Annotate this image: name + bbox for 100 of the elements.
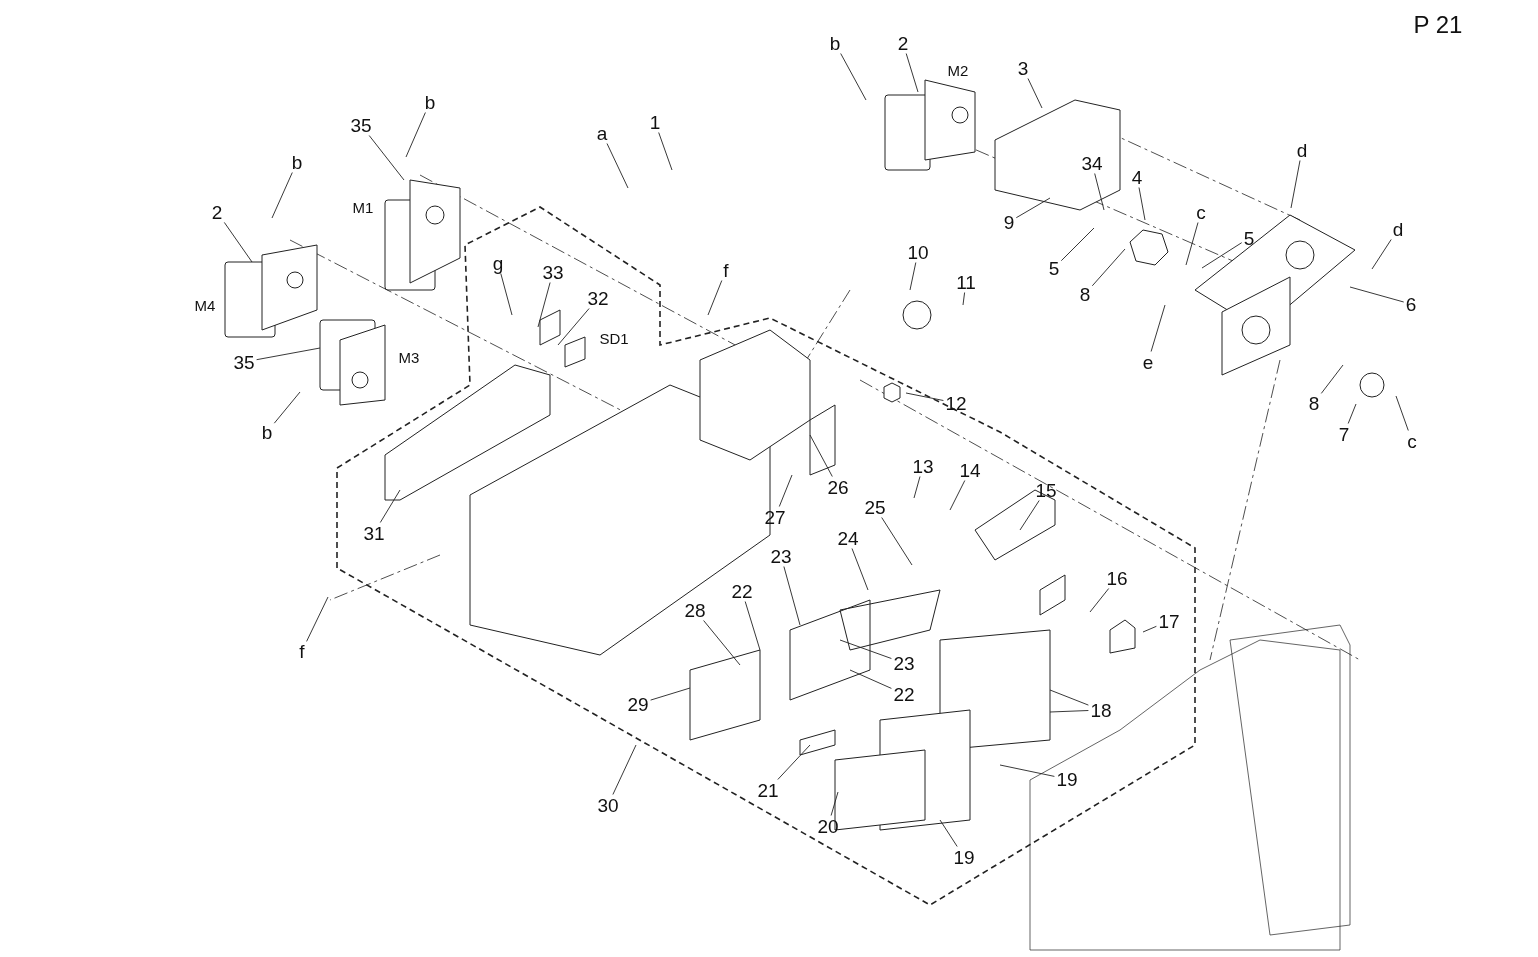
callout-number: 27 <box>764 507 786 527</box>
leader-line <box>949 480 966 511</box>
callout-number: 15 <box>1035 480 1057 500</box>
leader-line <box>271 172 293 219</box>
component-code-label: M3 <box>398 349 420 365</box>
callout-number: 32 <box>587 288 609 308</box>
leader-line <box>1290 160 1301 209</box>
callout-number: 23 <box>893 653 915 673</box>
leader-line <box>1371 239 1392 270</box>
leader-line <box>537 282 551 328</box>
callout-number: 35 <box>350 115 372 135</box>
callout-number: 6 <box>1405 294 1417 314</box>
callout-number: 19 <box>1056 769 1078 789</box>
leader-line <box>500 273 513 316</box>
callout-number: d <box>1392 219 1404 239</box>
leader-line <box>368 135 405 181</box>
callout-number: 33 <box>542 262 564 282</box>
callout-number: g <box>492 253 504 273</box>
leader-line <box>379 489 401 523</box>
callout-number: b <box>424 92 436 112</box>
callout-number: 22 <box>731 581 753 601</box>
leader-line <box>999 764 1055 777</box>
leader-line <box>1142 625 1157 633</box>
callout-number: 23 <box>770 546 792 566</box>
leader-line <box>851 548 869 591</box>
callout-number: 18 <box>1090 700 1112 720</box>
leader-line <box>223 221 253 263</box>
leader-line <box>1049 689 1089 706</box>
leader-line <box>273 391 301 424</box>
leader-line <box>1089 588 1110 613</box>
leader-line <box>1349 286 1405 303</box>
leader-line <box>1201 242 1243 269</box>
callout-number: 21 <box>757 780 779 800</box>
leader-line <box>909 262 917 291</box>
leader-line <box>1015 197 1051 219</box>
leader-line <box>1060 227 1095 262</box>
callout-number: 4 <box>1131 167 1143 187</box>
callout-number: 19 <box>953 847 975 867</box>
leader-line <box>1019 500 1040 531</box>
callout-number: 28 <box>684 600 706 620</box>
callout-number: 31 <box>363 523 385 543</box>
callout-number: 26 <box>827 477 849 497</box>
callout-number: f <box>723 260 729 280</box>
leader-line <box>703 620 741 666</box>
leader-line <box>1138 187 1146 221</box>
callout-number: b <box>291 152 303 172</box>
leader-line <box>1395 395 1409 431</box>
leader-line <box>1185 222 1199 266</box>
leader-line <box>1150 304 1166 352</box>
leader-line <box>839 639 892 659</box>
leader-line <box>881 517 913 566</box>
component-code-label: M4 <box>194 297 216 313</box>
callout-number: f <box>299 641 305 661</box>
callout-number: 2 <box>897 33 909 53</box>
leader-line <box>905 53 919 93</box>
callout-number: 24 <box>837 528 859 548</box>
callout-number: 11 <box>956 272 976 292</box>
leader-line <box>256 347 321 361</box>
leader-line <box>913 476 921 499</box>
callout-number: 1 <box>649 112 661 132</box>
callout-number: c <box>1196 202 1206 222</box>
callout-number: 8 <box>1308 393 1320 413</box>
callout-number: 7 <box>1338 424 1350 444</box>
callout-number: b <box>261 422 273 442</box>
leader-line <box>606 143 629 189</box>
callout-number: 30 <box>597 795 619 815</box>
leader-line <box>1320 364 1344 394</box>
callout-number: c <box>1407 431 1417 451</box>
leader-line <box>650 687 691 701</box>
callout-number: e <box>1142 352 1154 372</box>
page-number: P 21 <box>1413 13 1463 37</box>
callout-number: a <box>596 123 608 143</box>
leader-line <box>707 280 723 316</box>
leader-line <box>612 744 637 795</box>
leader-line <box>1347 403 1357 424</box>
leader-line <box>809 434 833 477</box>
callout-number: 5 <box>1243 228 1255 248</box>
leader-line <box>778 474 793 507</box>
leader-line <box>830 791 839 816</box>
leader-line <box>1049 710 1089 713</box>
callout-number: 9 <box>1003 212 1015 232</box>
callout-number: 34 <box>1081 153 1103 173</box>
leader-line <box>744 601 761 651</box>
leader-line <box>939 819 958 847</box>
component-code-label: M1 <box>352 199 374 215</box>
callout-number: d <box>1296 140 1308 160</box>
callout-number: 2 <box>211 202 223 222</box>
leader-line <box>783 566 801 626</box>
callout-number: 35 <box>233 352 255 372</box>
callout-number: 12 <box>945 393 967 413</box>
callout-number: 5 <box>1048 258 1060 278</box>
callout-number: 13 <box>912 456 934 476</box>
leader-line <box>1091 248 1126 287</box>
callout-number: 25 <box>864 497 886 517</box>
component-code-label: M2 <box>947 62 969 78</box>
component-code-label: SD1 <box>599 330 629 346</box>
callout-number: 14 <box>959 460 981 480</box>
callout-number: 20 <box>817 816 839 836</box>
callout-number: 8 <box>1079 284 1091 304</box>
callout-number: 22 <box>893 684 915 704</box>
